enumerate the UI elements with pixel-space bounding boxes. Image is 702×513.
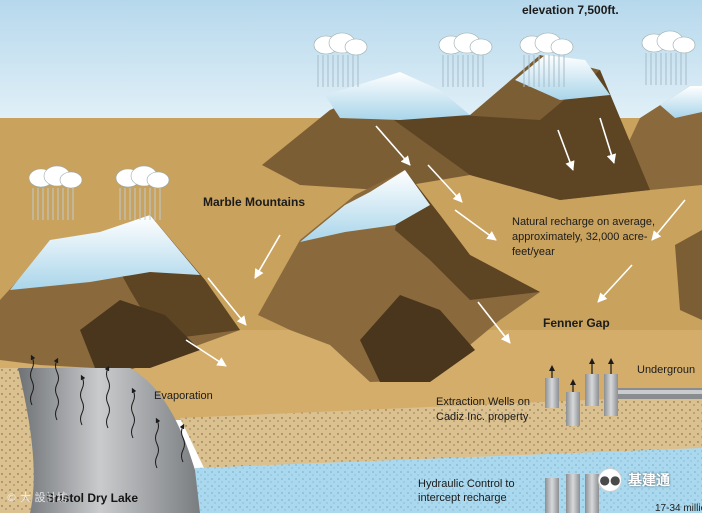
marble-mountains-label: Marble Mountains: [203, 195, 305, 209]
watermark-right-text: 基建通: [628, 470, 670, 490]
natural-recharge-label: Natural recharge on average, approximate…: [512, 215, 662, 260]
fenner-gap-label: Fenner Gap: [543, 316, 610, 330]
chat-logo-icon: ●●: [598, 468, 622, 492]
hydraulic-control-label: Hydraulic Control to intercept recharge: [418, 477, 558, 505]
underground-label: Undergroun: [637, 364, 695, 376]
volume-label: 17-34 millio: [655, 503, 702, 513]
watermark-left: © 大 設計坊: [6, 489, 68, 505]
evaporation-label: Evaporation: [154, 390, 213, 402]
copyright-icon: ©: [6, 491, 17, 504]
extraction-wells-label: Extraction Wells on Cadiz Inc. property: [436, 395, 556, 425]
elevation-label: elevation 7,500ft.: [522, 3, 619, 17]
watermark-left-text: 大 設計坊: [20, 489, 68, 505]
watermark-right: ●● 基建通: [598, 468, 670, 492]
